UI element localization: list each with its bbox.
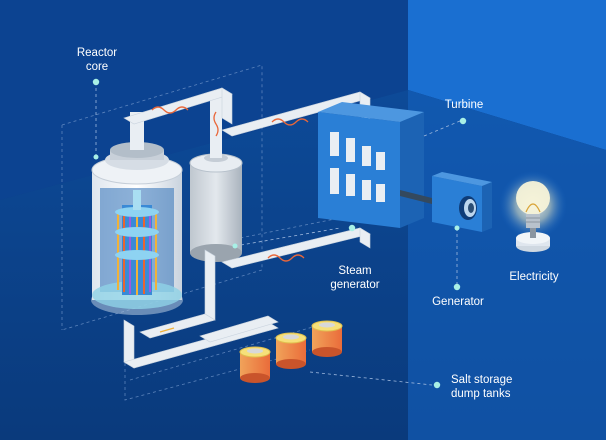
marker-dots [92,78,467,389]
generator-unit [432,172,492,232]
salt-storage-label-line-2: dump tanks [451,388,511,400]
reactor-core-label: Reactor core [62,46,132,74]
reactor-core-label-line-1: Reactor [76,47,118,59]
turbine-label: Turbine [444,99,484,111]
salt-storage-tanks [239,320,343,383]
turbine-unit [318,102,424,228]
light-bulb-icon [499,171,567,252]
reactor-vessel [91,112,183,315]
reactor-core [115,190,159,295]
turbine-shaft [400,190,440,206]
salt-storage-label: Salt storage dump tanks [451,373,541,401]
back-wall-right [408,0,606,150]
electricity-label: Electricity [509,271,559,283]
steam-generator-unit [189,92,243,262]
reactor-core-label-line-2: core [85,61,109,73]
salt-storage-label-line-1: Salt storage [451,374,513,386]
leader-lines [95,82,461,386]
steam-generator-label-line-1: Steam [338,265,372,277]
flow-arrows [151,106,309,262]
pipes [123,87,371,369]
steam-generator-label-line-2: generator [330,279,380,291]
steam-generator-label: Steam generator [318,264,392,292]
generator-label: Generator [432,296,484,308]
